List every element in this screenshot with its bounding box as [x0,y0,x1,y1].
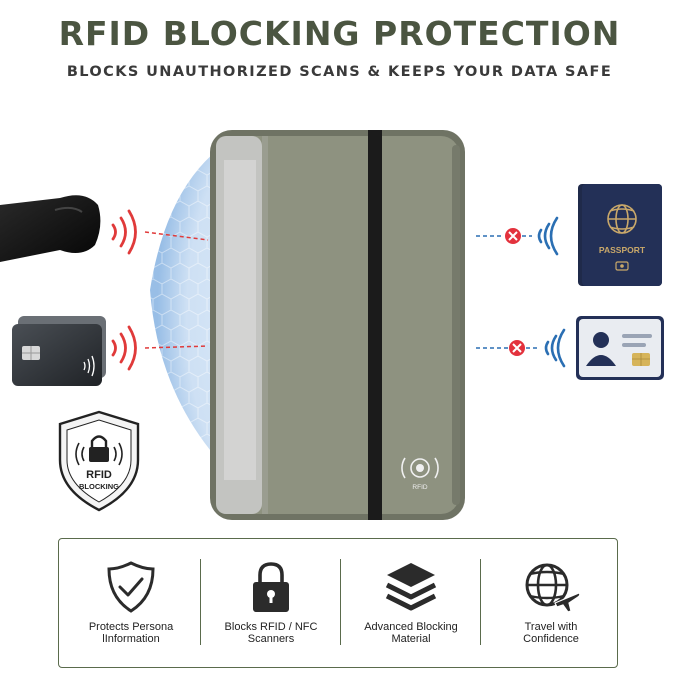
feature-label: Advanced Blocking Material [364,621,458,645]
feature-divider [340,559,341,645]
feature-label: Protects Persona lInformation [88,621,174,645]
credit-cards [12,316,106,386]
rfid-emblem-icon: RFID [401,457,439,491]
passport-label: PASSPORT [599,245,646,255]
feature-divider [200,559,201,645]
product-scene: RFID [0,130,664,520]
signal-wave-passport [537,216,559,256]
rfid-reader [0,195,101,262]
scan-line-reader [144,231,209,241]
feature-advanced-material: Advanced Blocking Material [341,539,481,667]
block-x-icon [505,228,521,244]
rfid-passport-wallet: RFID [210,130,465,520]
scan-line-cards [144,345,209,349]
signal-wave-cards [111,325,137,371]
page-subtitle: BLOCKS UNAUTHORIZED SCANS & KEEPS YOUR D… [66,64,613,80]
contactless-icon [83,355,95,377]
badge-line2: BLOCKING [79,482,119,491]
id-card [576,316,664,380]
signal-wave-reader [111,209,137,255]
feature-label: Travel with Confidence [523,621,579,645]
feature-divider [480,559,481,645]
block-x-icon [509,340,525,356]
shield-check-icon [107,561,155,613]
feature-panel: Protects Persona lInformation Blocks RFI… [58,538,618,668]
rfid-blocking-badge: RFID BLOCKING [58,410,140,512]
elastic-strap [368,130,382,520]
passport-book: PASSPORT [578,184,662,286]
badge-line1: RFID [86,469,112,481]
globe-plane-icon [525,563,581,613]
feature-travel-confidence: Travel with Confidence [481,539,621,667]
globe-emblem-icon [607,204,637,234]
padlock-icon [253,562,289,612]
signal-wave-id-card [544,328,566,368]
feature-label: Blocks RFID / NFC Scanners [224,621,318,645]
layers-icon [385,563,437,611]
page-title: RFID BLOCKING PROTECTION [58,14,621,53]
padlock-icon [89,435,109,462]
rfid-emblem-text: RFID [412,484,427,491]
feature-protects-personal-info: Protects Persona lInformation [61,539,201,667]
feature-blocks-scanners: Blocks RFID / NFC Scanners [201,539,341,667]
